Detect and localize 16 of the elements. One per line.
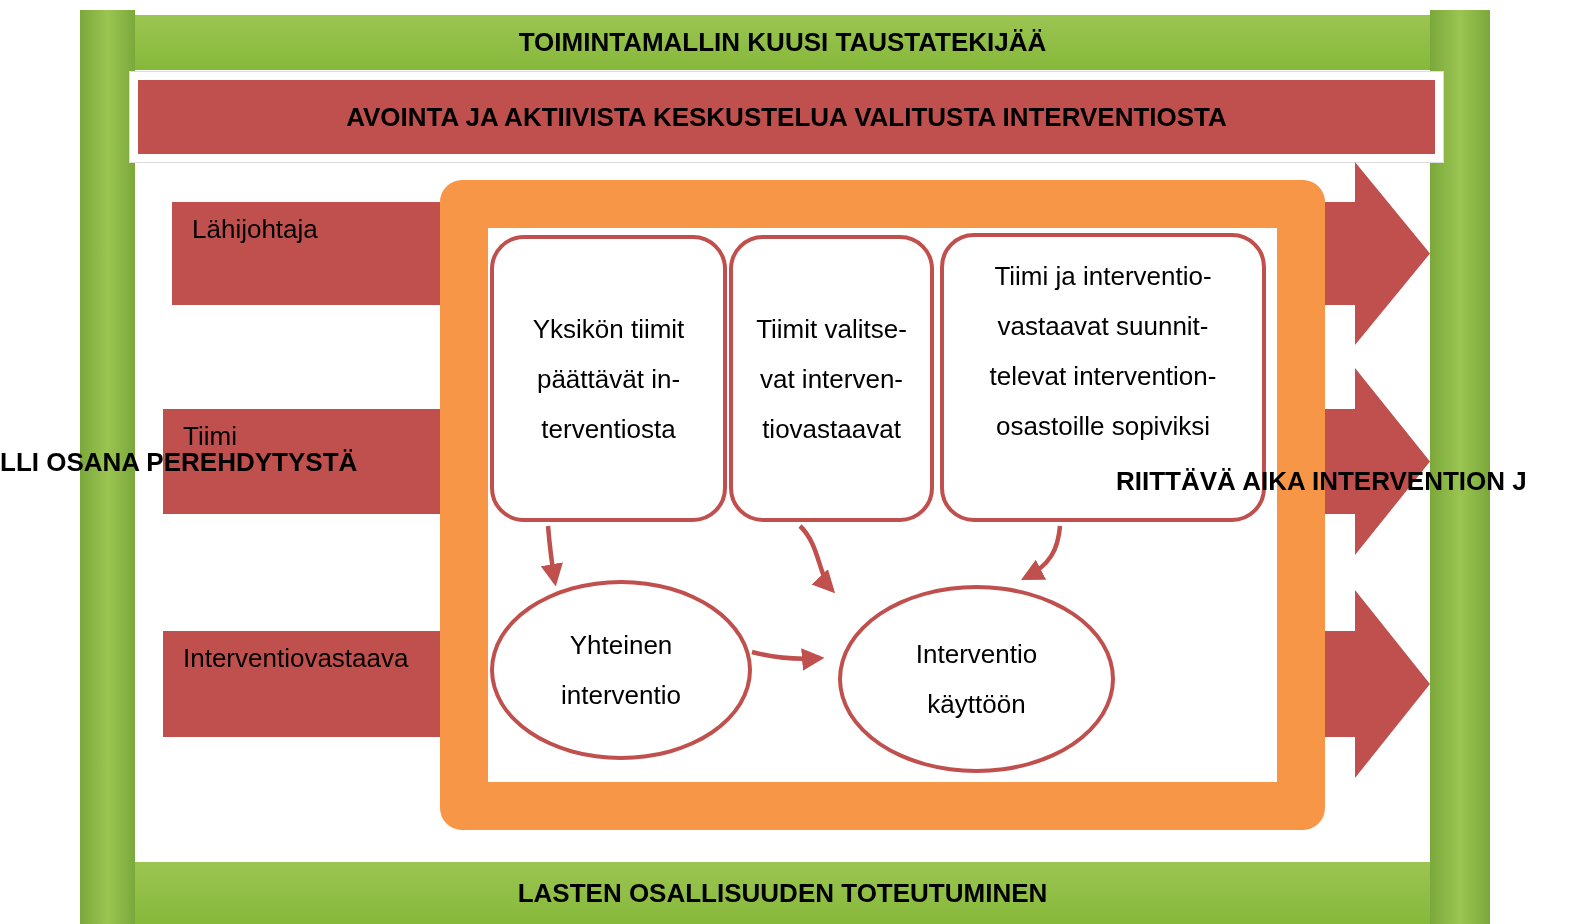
arrow: [540, 525, 563, 587]
process-box: Tiimit valitse- vat interven- tiovastaavat: [729, 235, 934, 522]
process-box: Yksikön tiimit päättävät in- terventiosta: [490, 235, 727, 522]
arrow: [1021, 525, 1063, 581]
arrow: [751, 648, 825, 671]
arrow: [798, 524, 835, 594]
process-ellipse: Yhteinen interventio: [490, 580, 752, 760]
label-bar: [163, 631, 440, 737]
process-ellipse: Interventio käyttöön: [838, 585, 1115, 773]
frame-band: TOIMINTAMALLIN KUUSI TAUSTATEKIJÄÄ: [135, 15, 1430, 70]
label-bar: [172, 202, 440, 305]
bar-label: Tiimi: [183, 421, 237, 451]
bar-label: Interventiovastaava: [183, 643, 409, 674]
frame-band: LASTEN OSALLISUUDEN TOTEUTUMINEN: [135, 862, 1430, 924]
banner: AVOINTA JA AKTIIVISTA KESKUSTELUA VALITUSTA INTERVENTIOSTA: [130, 72, 1443, 162]
bar-label: Lähijohtaja: [192, 214, 318, 245]
